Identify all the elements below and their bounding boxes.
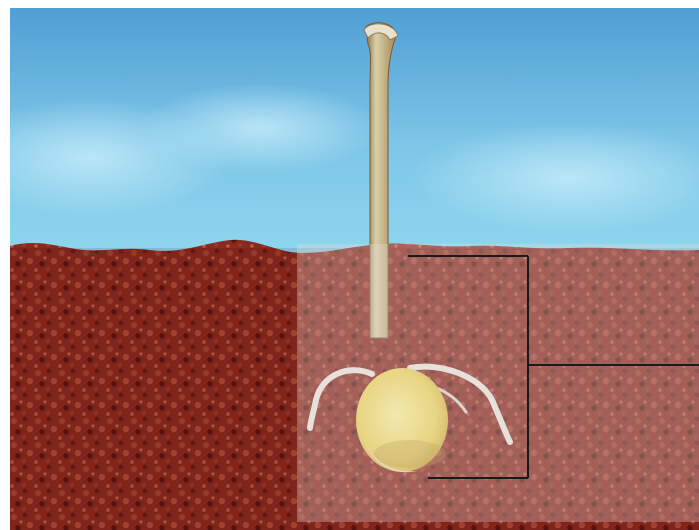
seedling-illustration (10, 8, 699, 530)
germination-scene (10, 8, 699, 530)
cutaway-overlay (297, 244, 699, 522)
cloud (140, 83, 380, 173)
